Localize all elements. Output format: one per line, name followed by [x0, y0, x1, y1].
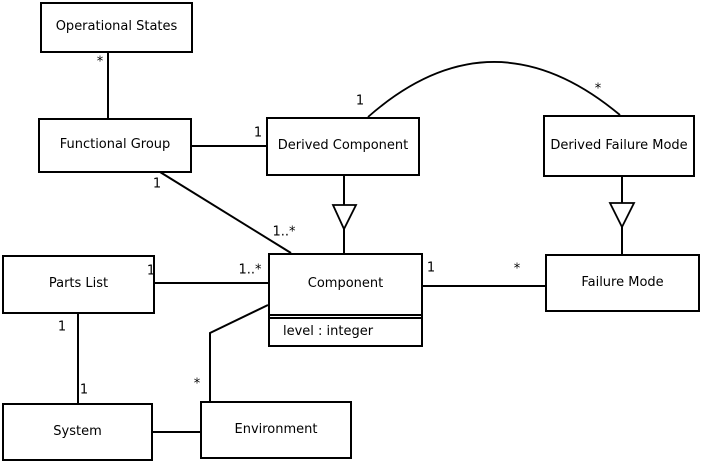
- multiplicity-label: 1: [152, 176, 162, 192]
- multiplicity-label: 1: [146, 263, 156, 279]
- multiplicity-label: *: [96, 54, 104, 70]
- class-name-compartment: Component: [270, 255, 421, 316]
- generalization-triangle-icon: [331, 204, 358, 232]
- class-name-label: Failure Mode: [581, 274, 664, 290]
- multiplicity-label: 1: [79, 382, 89, 398]
- class-name-label: Operational States: [55, 19, 178, 35]
- multiplicity-label: 1: [426, 260, 436, 276]
- class-name-label: Component: [307, 276, 384, 292]
- class-box-functional-group: Functional Group: [38, 118, 192, 173]
- class-name-label: Environment: [234, 421, 318, 437]
- class-name-label: Functional Group: [59, 137, 171, 153]
- multiplicity-label: *: [193, 376, 201, 392]
- edge-functional-group-component: [159, 171, 292, 254]
- generalization-triangle-icon: [608, 202, 636, 230]
- class-box-operational-states: Operational States: [40, 2, 193, 53]
- class-box-derived-component: Derived Component: [266, 117, 420, 176]
- class-attribute-label: level : integer: [283, 324, 374, 339]
- class-name-label: Parts List: [48, 276, 109, 292]
- class-attribute-compartment: level : integer: [270, 317, 421, 345]
- class-box-component: Component level : integer: [268, 253, 423, 347]
- edge-component-environment: [209, 304, 269, 401]
- class-name-label: System: [53, 423, 102, 439]
- class-name-label: Derived Failure Mode: [550, 137, 688, 153]
- multiplicity-label: 1: [355, 93, 365, 109]
- class-box-failure-mode: Failure Mode: [545, 254, 700, 312]
- class-box-parts-list: Parts List: [2, 255, 155, 314]
- multiplicity-label: 1: [253, 125, 263, 141]
- class-box-derived-failure-mode: Derived Failure Mode: [543, 115, 695, 177]
- multiplicity-label: *: [513, 261, 521, 277]
- multiplicity-label: 1: [57, 319, 67, 335]
- class-box-environment: Environment: [200, 401, 352, 459]
- multiplicity-label: 1..*: [272, 224, 296, 240]
- multiplicity-label: *: [594, 81, 602, 97]
- class-name-label: Derived Component: [277, 138, 409, 154]
- edge-derived-component-derived-failure-mode-arc: [367, 61, 621, 118]
- multiplicity-label: 1..*: [238, 262, 262, 278]
- class-box-system: System: [2, 403, 153, 461]
